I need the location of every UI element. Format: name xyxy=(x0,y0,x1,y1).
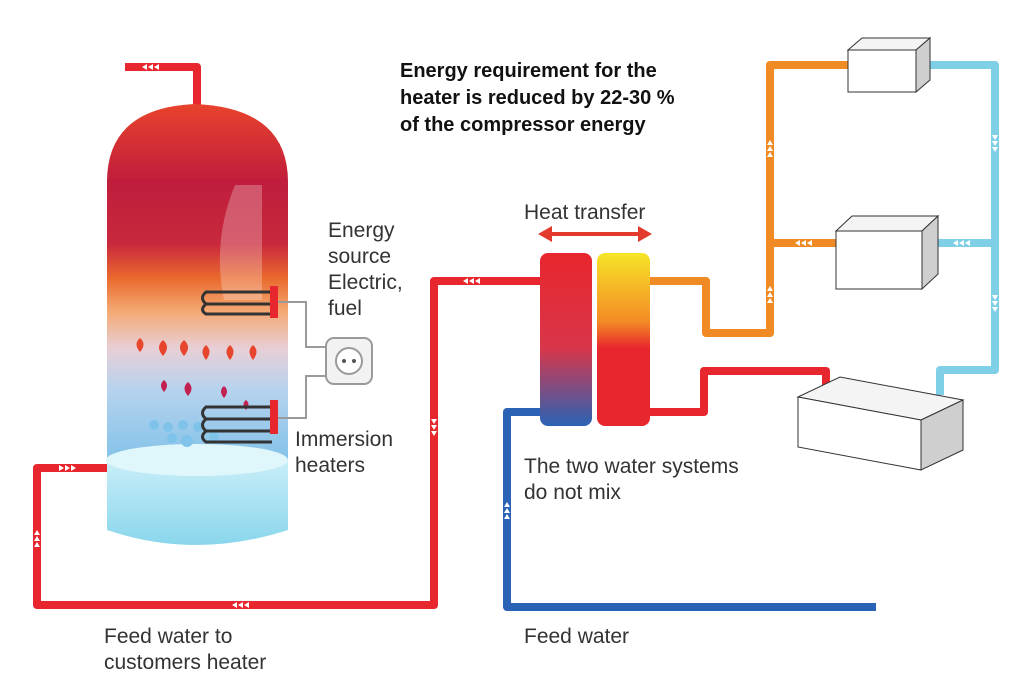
water-drops xyxy=(149,420,219,447)
flame-icon xyxy=(184,382,192,396)
flow-arrow-left-icon xyxy=(462,604,479,610)
no-mix-label: The two water systems do not mix xyxy=(524,454,739,506)
heat-exchanger-oil-side xyxy=(597,253,650,426)
feed-water-to-customers-line: Feed water to xyxy=(104,625,233,648)
flow-arrow-down-icon xyxy=(431,419,437,436)
no-mix-line: do not mix xyxy=(524,481,621,504)
oil-cold-pipe xyxy=(930,61,999,395)
oil-return-pipe xyxy=(650,367,830,416)
upper-immersion-heater xyxy=(201,286,278,318)
flow-arrow-left-icon xyxy=(953,240,970,246)
storage-tank xyxy=(106,63,288,545)
flame-icon xyxy=(136,338,144,352)
compressor-unit-large xyxy=(796,376,965,471)
drop-icon xyxy=(181,435,193,447)
tank-top-outlet-pipe xyxy=(125,63,201,110)
flow-arrow-up-icon xyxy=(767,140,773,157)
headline-line-1: Energy requirement for the xyxy=(400,60,657,82)
flow-arrow-left-icon xyxy=(142,64,159,70)
no-mix-line: The two water systems xyxy=(524,455,739,478)
drop-icon xyxy=(193,422,203,432)
heat-exchanger-water-side xyxy=(540,253,592,426)
immersion-heaters-label: Immersion heaters xyxy=(295,427,393,479)
energy-source-line: Electric, xyxy=(328,271,403,294)
drop-icon xyxy=(149,420,159,430)
power-wire xyxy=(278,375,328,419)
flow-arrow-up-icon xyxy=(34,530,40,547)
energy-saving-headline: Energy requirement for the heater is red… xyxy=(400,58,675,139)
flame-icon xyxy=(226,345,234,360)
compressor-unit-small-middle xyxy=(834,214,940,291)
immersion-heaters-line: Immersion xyxy=(295,428,394,451)
flame-icon xyxy=(249,345,257,360)
energy-source-label: Energy source Electric, fuel xyxy=(328,218,403,322)
immersion-heaters-line: heaters xyxy=(295,454,366,477)
drop-icon xyxy=(163,422,173,432)
flame-icon xyxy=(159,340,167,356)
tank-water-body xyxy=(107,460,288,545)
heat-exchanger xyxy=(540,253,650,426)
socket-pin xyxy=(352,359,356,363)
tank-water-surface xyxy=(106,444,288,476)
flow-arrow-left-icon xyxy=(232,602,249,608)
headline-line-3: of the compressor energy xyxy=(400,114,646,136)
flow-arrow-left-icon xyxy=(463,278,480,284)
tank-highlight xyxy=(219,185,262,300)
flow-arrow-up-icon xyxy=(767,286,773,303)
flame-icon xyxy=(180,340,188,356)
energy-source-line: source xyxy=(328,245,392,268)
lower-immersion-heater xyxy=(201,400,278,444)
energy-source-line: Energy xyxy=(328,219,395,242)
flame-icon xyxy=(202,345,210,360)
oil-hot-pipe xyxy=(650,61,848,337)
flow-arrow-right-icon xyxy=(59,465,76,471)
drop-icon xyxy=(167,433,177,443)
heater-coil-icon xyxy=(201,405,272,444)
heat-transfer-label: Heat transfer xyxy=(524,201,646,224)
energy-source-line: fuel xyxy=(328,297,362,320)
flame-icon xyxy=(221,386,227,398)
feed-water-label: Feed water xyxy=(524,625,630,648)
socket-pin xyxy=(342,359,346,363)
flow-arrow-left-icon xyxy=(795,240,812,246)
feed-water-to-customers-label: Feed water to customers heater xyxy=(104,624,266,676)
flow-arrow-down-icon xyxy=(992,135,998,152)
headline-line-2: heater is reduced by 22-30 % xyxy=(400,87,675,109)
drop-icon xyxy=(178,420,188,430)
flow-arrow-down-icon xyxy=(992,295,998,312)
heater-flange xyxy=(270,286,278,318)
heat-transfer-arrow-icon xyxy=(538,226,652,242)
flame-icon xyxy=(161,380,167,392)
socket-face xyxy=(335,347,363,375)
tank-dome xyxy=(107,104,288,182)
heat-flames xyxy=(136,338,257,410)
heater-flange xyxy=(270,400,278,434)
power-wire xyxy=(278,301,328,348)
drop-icon xyxy=(209,432,219,442)
flow-arrow-up-icon xyxy=(504,502,510,519)
compressor-unit-small-top xyxy=(846,36,932,94)
heater-coil-icon xyxy=(201,290,272,316)
feed-water-to-customers-line: customers heater xyxy=(104,651,267,674)
flow-arrows xyxy=(34,64,998,610)
power-connection xyxy=(278,301,373,419)
tank-body xyxy=(107,180,288,470)
